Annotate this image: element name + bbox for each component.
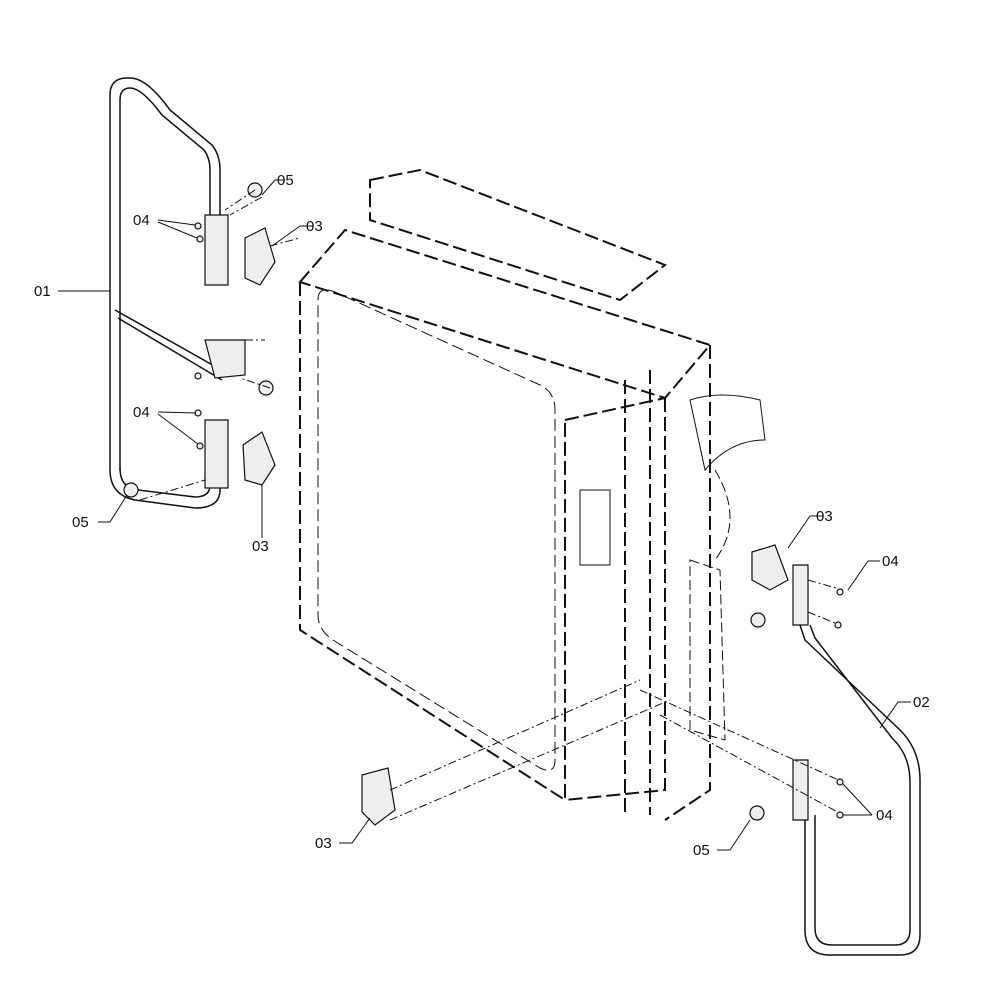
assembly-lines <box>139 189 844 821</box>
callout-04: 04 <box>133 212 150 229</box>
callout-05: 05 <box>277 172 294 189</box>
bracket-bottom-left <box>361 767 396 826</box>
callout-03: 03 <box>315 835 332 852</box>
main-unit <box>298 168 766 821</box>
callout-05: 05 <box>693 842 710 859</box>
handrail-01 <box>109 77 226 509</box>
callout-01: 01 <box>34 283 51 300</box>
bracket-left-mid <box>204 339 246 379</box>
callout-04: 04 <box>882 553 899 570</box>
bracket-left-bottom <box>204 419 276 489</box>
screws <box>194 222 844 819</box>
callout-03: 03 <box>306 218 323 235</box>
callout-04: 04 <box>133 404 150 421</box>
callout-05: 05 <box>72 514 89 531</box>
callout-02: 02 <box>913 694 930 711</box>
callout-04: 04 <box>876 807 893 824</box>
handrail-02 <box>799 624 921 956</box>
bracket-left-top <box>204 214 276 286</box>
leader-lines <box>58 179 911 851</box>
callout-03: 03 <box>252 538 269 555</box>
callout-03: 03 <box>816 508 833 525</box>
bracket-right-bottom <box>792 759 809 821</box>
bracket-right-top <box>751 544 809 626</box>
